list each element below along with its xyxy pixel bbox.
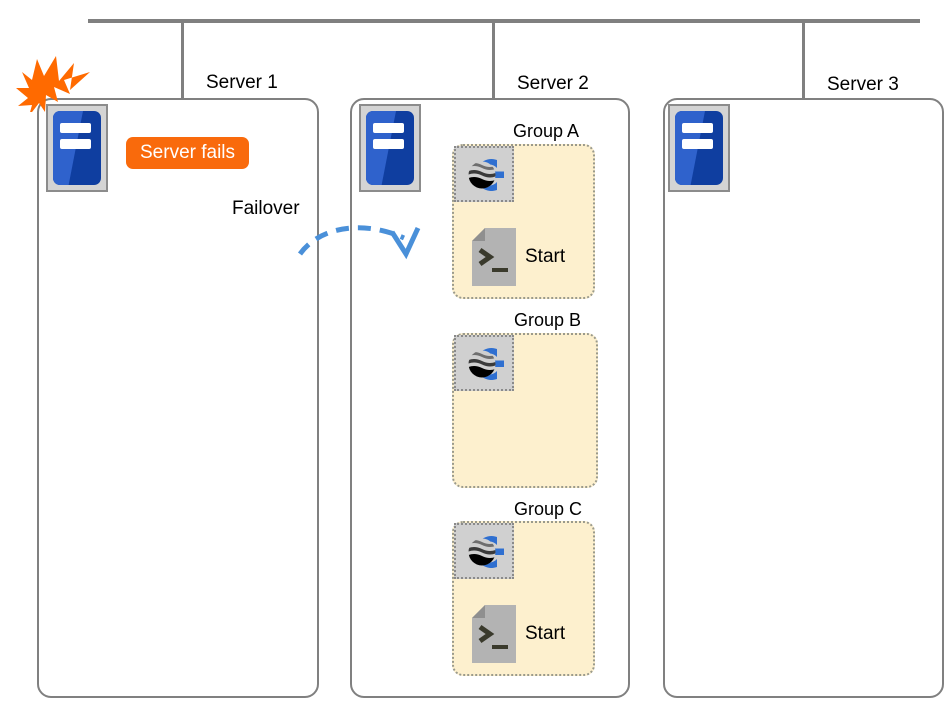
server-1-label: Server 1	[206, 72, 278, 93]
server-3-panel	[663, 98, 944, 698]
group-b-globe-icon	[454, 335, 514, 391]
failover-arrow-icon	[292, 206, 427, 262]
network-drop-server-1	[181, 19, 184, 98]
group-c-globe-icon	[454, 523, 514, 579]
server-3-icon	[668, 104, 730, 192]
group-a-globe-icon	[454, 146, 514, 202]
group-b-label: Group B	[514, 310, 582, 330]
group-a-script-label: Start	[525, 246, 566, 267]
lightning-burst-icon	[12, 50, 94, 116]
server-fails-badge: Server fails	[126, 137, 250, 169]
server-2-label: Server 2	[517, 73, 589, 94]
server-1-icon	[46, 104, 108, 192]
script-terminal-icon	[472, 228, 516, 286]
group-c-label: Group C	[514, 499, 583, 519]
group-a-label: Group A	[513, 121, 580, 141]
server-3-label: Server 3	[827, 74, 899, 95]
network-drop-server-3	[802, 19, 805, 98]
server-1-panel	[37, 98, 319, 698]
network-bus-horizontal	[88, 19, 920, 23]
group-c-script-row: Start	[472, 605, 565, 663]
group-c-script-label: Start	[525, 623, 566, 644]
globe-icon-svg	[468, 348, 504, 380]
failover-label: Failover	[232, 198, 300, 219]
script-terminal-icon	[472, 605, 516, 663]
server-2-icon	[359, 104, 421, 192]
globe-icon-svg	[468, 536, 504, 568]
group-a-script-row: Start	[472, 228, 565, 286]
globe-icon-svg	[468, 159, 504, 191]
network-drop-server-2	[492, 19, 495, 98]
